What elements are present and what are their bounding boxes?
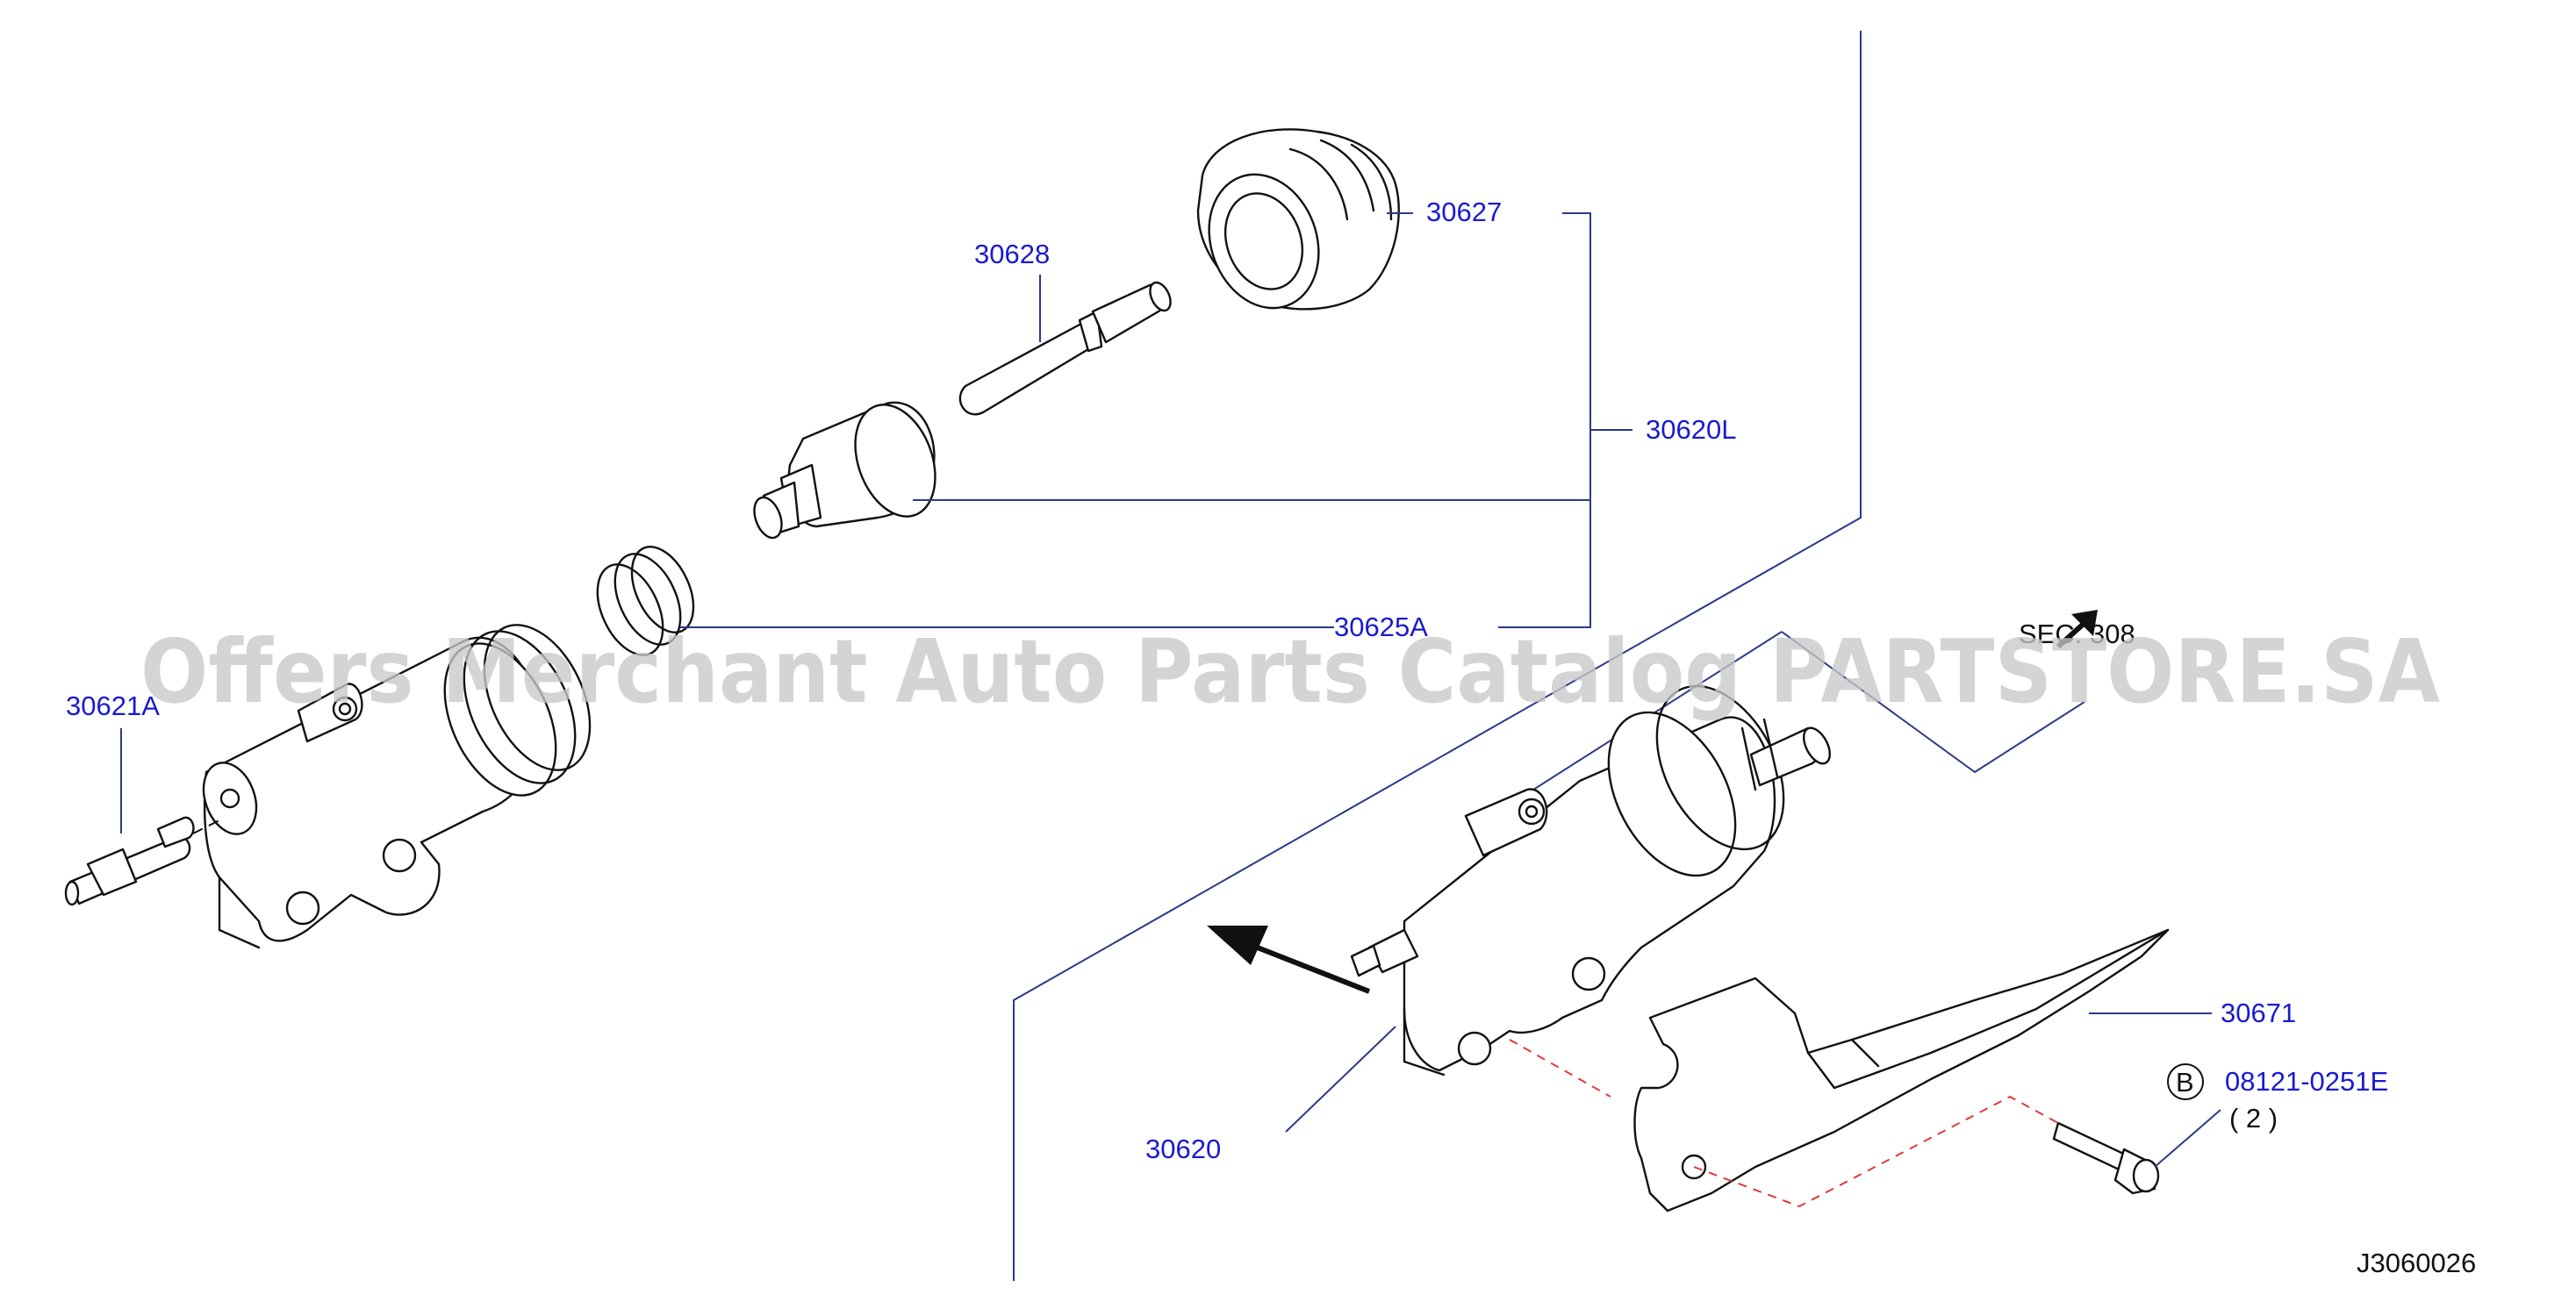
piston (753, 401, 936, 540)
label-30620[interactable]: 30620 (1145, 1134, 1221, 1164)
bracket-30671 (1633, 928, 2170, 1213)
label-30621A[interactable]: 30621A (66, 690, 160, 721)
bolt-08121-0251E (2052, 1121, 2160, 1195)
label-30627[interactable]: 30627 (1426, 197, 1502, 227)
label-30625A[interactable]: 30625A (1334, 612, 1428, 642)
dust-boot-30627 (1196, 128, 1400, 311)
figure-id: J3060026 (2357, 1248, 2476, 1278)
sec-reference[interactable]: SEC. 308 (2019, 619, 2135, 649)
label-30628[interactable]: 30628 (974, 239, 1050, 269)
label-30671[interactable]: 30671 (2221, 998, 2296, 1028)
label-30620L[interactable]: 30620L (1646, 414, 1736, 445)
direction-arrow (1207, 926, 1371, 994)
quantity-label: ( 2 ) (2229, 1103, 2278, 1134)
bolt-callout: B 08121-0251E ( 2 ) (2167, 1063, 2388, 1134)
operating-cylinder-left (202, 624, 592, 949)
push-rod-30628 (958, 281, 1172, 416)
seal-ring-30625A (596, 545, 695, 656)
watermark-text: Offers Merchant Auto Parts Catalog PARTS… (140, 620, 2440, 723)
operating-cylinder-assembled (1350, 684, 1831, 1077)
sec-arrow (2056, 610, 2098, 649)
leader-lines (120, 212, 2221, 1168)
bleeder-screw-30621A (64, 816, 220, 906)
label-08121-0251E[interactable]: 08121-0251E (2225, 1066, 2388, 1097)
alignment-guides (1509, 1039, 2059, 1208)
circle-b-marker: B (2176, 1067, 2194, 1098)
